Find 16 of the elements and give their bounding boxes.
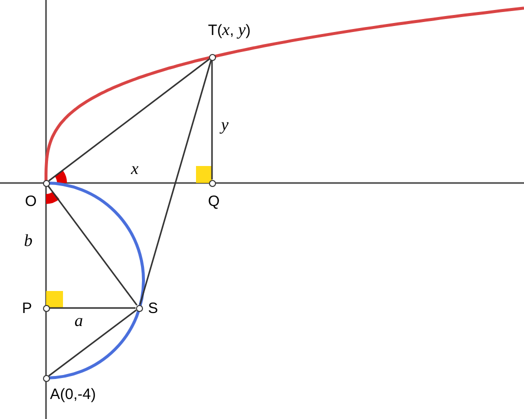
line-segment bbox=[139, 60, 212, 305]
point-label: Q bbox=[208, 194, 220, 210]
line-segment bbox=[48, 310, 137, 376]
point-label: S bbox=[148, 301, 158, 317]
point-label: O bbox=[25, 194, 37, 210]
edge-label: y bbox=[221, 116, 229, 134]
line-segment bbox=[48, 58, 210, 182]
edge-label: a bbox=[74, 312, 83, 330]
point-label: T(x, y) bbox=[208, 22, 251, 39]
point-label: A(0,-4) bbox=[50, 387, 96, 403]
point-label: P bbox=[22, 301, 32, 317]
line-segment bbox=[47, 185, 138, 306]
line-segment bbox=[211, 60, 213, 180]
line-segment bbox=[50, 307, 136, 309]
segment-label: x bbox=[131, 160, 139, 178]
segment-label: b bbox=[24, 232, 32, 250]
